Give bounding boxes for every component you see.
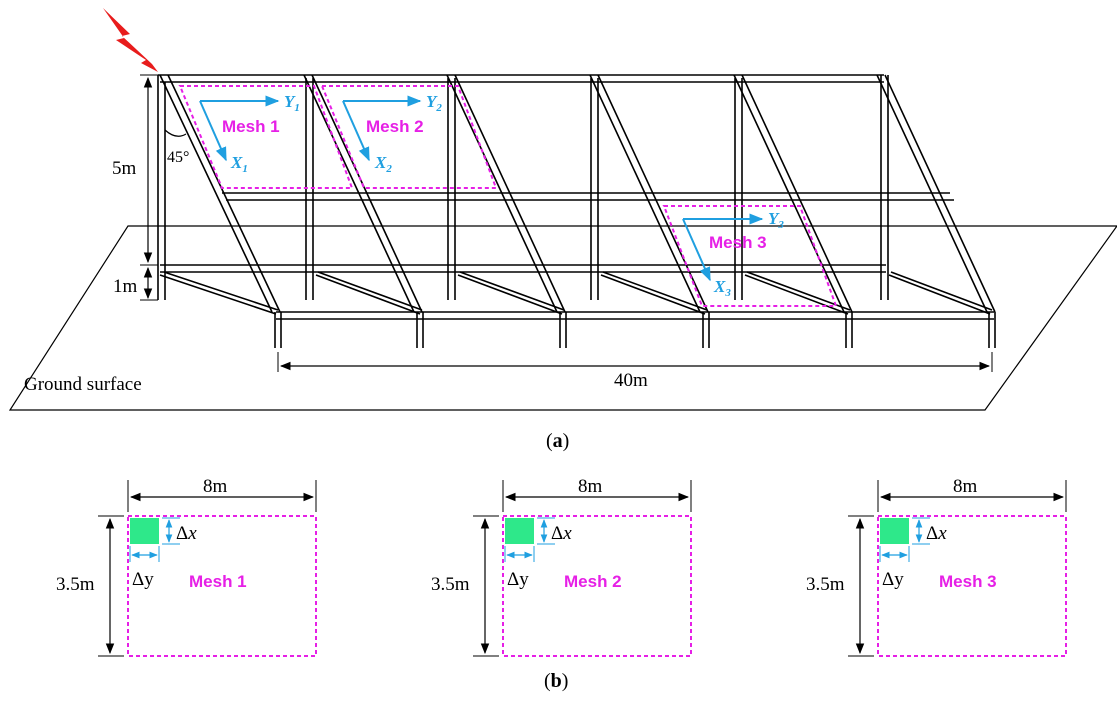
mesh-1-boundary — [127, 515, 317, 657]
dim-lower-label: 1m — [113, 276, 138, 297]
mesh-1-dx-label: Δx — [176, 523, 197, 544]
mesh-3-region: Y3 X3 Mesh 3 — [662, 205, 838, 307]
mesh-1-y-label: Y1 — [284, 92, 300, 114]
mesh-3-x-label: X3 — [713, 277, 731, 299]
mesh-3-detail-label: Mesh 3 — [939, 572, 997, 591]
mesh-2-detail: 8m 3.5m Δx Δy Mesh 2 — [431, 476, 692, 657]
mesh-2-y-label: Y2 — [426, 92, 442, 114]
ground-plane — [8, 225, 1117, 411]
caption-a: (a) — [546, 430, 569, 452]
mesh-2-cell — [505, 518, 534, 544]
dim-length-label: 40m — [614, 370, 648, 391]
mesh-2-detail-label: Mesh 2 — [564, 572, 622, 591]
panel-a: Ground surface — [8, 8, 1117, 452]
truss-frame — [157, 74, 996, 348]
mesh-3-x-axis — [682, 218, 711, 282]
dim-upper-label: 5m — [112, 158, 137, 179]
ground-label: Ground surface — [24, 374, 142, 395]
lightning-icon — [103, 8, 158, 72]
mesh-3-cell — [880, 518, 909, 544]
mesh-2-boundary — [502, 515, 692, 657]
mesh-2-width-label: 8m — [578, 476, 603, 497]
mesh-2-dx-label: Δx — [551, 523, 572, 544]
mesh-2-x-label: X2 — [374, 153, 392, 175]
mesh-1-x-axis — [199, 100, 227, 162]
mesh-3-boundary — [877, 515, 1067, 657]
mesh-1-label: Mesh 1 — [222, 117, 280, 136]
mesh-2-label: Mesh 2 — [366, 117, 424, 136]
mesh-1-x-label: X1 — [230, 153, 248, 175]
mesh-3-detail: 8m 3.5m Δx Δy Mesh 3 — [806, 476, 1067, 657]
mesh-2-x-axis — [342, 100, 370, 162]
angle-arc — [164, 129, 187, 137]
mesh-1-cell — [130, 518, 159, 544]
mesh-3-width-label: 8m — [953, 476, 978, 497]
mesh-3-height-label: 3.5m — [806, 574, 845, 595]
mesh-1-dy-label: Δy — [132, 569, 154, 590]
mesh-1-detail: 8m 3.5m Δx Δy Mesh 1 — [56, 476, 317, 657]
mesh-1-height-label: 3.5m — [56, 574, 95, 595]
mesh-3-dx-label: Δx — [926, 523, 947, 544]
mesh-2-dy-label: Δy — [507, 569, 529, 590]
mesh-3-label: Mesh 3 — [709, 233, 767, 252]
mesh-1-region: Y1 X1 Mesh 1 — [178, 85, 354, 189]
panel-b: 8m 3.5m Δx Δy Mesh 1 8m 3.5m — [56, 476, 1067, 692]
mesh-3-y-label: Y3 — [768, 209, 784, 231]
mesh-2-region: Y2 X2 Mesh 2 — [320, 85, 498, 189]
caption-b: (b) — [544, 670, 568, 692]
mesh-1-width-label: 8m — [203, 476, 228, 497]
angle-label: 45° — [167, 149, 189, 166]
mesh-3-dy-label: Δy — [882, 569, 904, 590]
mesh-2-height-label: 3.5m — [431, 574, 470, 595]
mesh-1-detail-label: Mesh 1 — [189, 572, 247, 591]
